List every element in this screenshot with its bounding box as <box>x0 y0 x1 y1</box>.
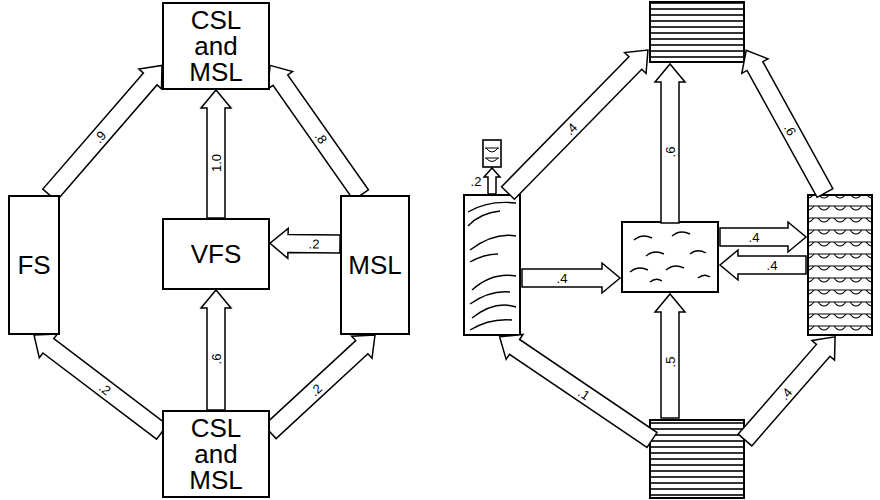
box-text-group: VFS <box>191 241 242 267</box>
flow-probability: 1.0 <box>210 153 223 173</box>
flow-probability: .2 <box>470 175 483 188</box>
process-box: CSL and MSL <box>162 2 270 90</box>
box-text-group: FS <box>17 252 50 278</box>
block-arrow <box>497 40 658 204</box>
trough-box <box>483 140 501 167</box>
trough-box <box>808 195 872 335</box>
process-box: MSL <box>340 195 410 335</box>
block-arrow <box>201 90 231 218</box>
process-box: FS <box>8 195 60 335</box>
process-box: CSL and MSL <box>162 410 270 498</box>
block-arrow <box>264 335 375 439</box>
block-arrow <box>522 263 620 293</box>
box-label: CSL and MSL <box>174 7 258 85</box>
box-label: VFS <box>191 241 242 267</box>
process-box: VFS <box>162 218 270 290</box>
block-arrow <box>43 65 162 201</box>
trough-lines <box>485 148 499 162</box>
flow-probability: .4 <box>748 231 761 244</box>
flow-probability: .5 <box>664 356 677 369</box>
ripple-lines <box>630 232 710 282</box>
box-label: CSL and MSL <box>174 415 258 493</box>
crossbed-box <box>464 195 520 335</box>
flow-probability: .6 <box>664 146 677 159</box>
flow-probability: .4 <box>556 272 569 285</box>
flow-probability: .4 <box>766 259 779 272</box>
flow-probability: .6 <box>210 353 223 366</box>
block-arrow <box>270 228 340 258</box>
block-arrow <box>655 294 685 418</box>
block-arrow <box>720 222 806 252</box>
block-arrow <box>201 290 231 410</box>
box-text-group: CSL and MSL <box>174 7 258 85</box>
box-label: FS <box>17 252 50 278</box>
block-arrow <box>268 65 368 200</box>
block-arrow <box>491 324 660 452</box>
box-text-group: MSL <box>348 252 401 278</box>
block-arrow <box>734 327 847 450</box>
laminated-box <box>650 420 744 498</box>
block-arrow <box>34 334 167 439</box>
block-arrow <box>720 250 806 280</box>
ripple-box <box>622 222 718 292</box>
crossbed-lines <box>468 202 516 330</box>
block-arrow <box>733 43 838 200</box>
block-arrow <box>655 64 685 223</box>
box-text-group: CSL and MSL <box>174 415 258 493</box>
laminated-box <box>650 2 744 62</box>
block-arrow <box>484 168 500 194</box>
box-label: MSL <box>348 252 401 278</box>
flow-probability: .2 <box>307 237 320 250</box>
